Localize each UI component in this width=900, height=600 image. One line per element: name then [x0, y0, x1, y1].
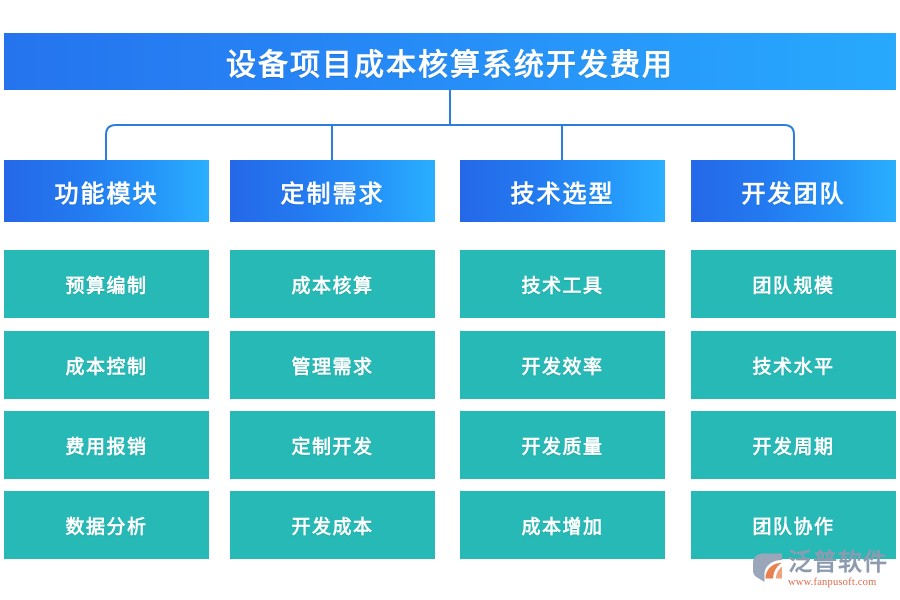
logo-website-url: www.fanpusoft.com [788, 577, 877, 588]
item-node[interactable]: 费用报销 [4, 411, 209, 479]
category-header-2[interactable]: 技术选型 [460, 160, 665, 222]
diagram-title-banner: 设备项目成本核算系统开发费用 [4, 33, 896, 90]
fanpu-logo: 泛普软件 www.fanpusoft.com [752, 551, 898, 594]
column-kaifatuandui: 开发团队 [691, 160, 896, 222]
item-label: 预算编制 [65, 275, 148, 297]
item-label: 定制开发 [291, 436, 374, 458]
category-header-1[interactable]: 定制需求 [230, 160, 435, 222]
category-label: 定制需求 [280, 181, 385, 208]
item-label: 费用报销 [65, 436, 148, 458]
item-label: 成本核算 [291, 275, 374, 297]
item-node[interactable]: 成本增加 [460, 491, 665, 559]
category-header-3[interactable]: 开发团队 [691, 160, 896, 222]
diagram-title-text: 设备项目成本核算系统开发费用 [226, 48, 674, 82]
item-label: 开发成本 [291, 516, 374, 538]
item-label: 技术水平 [752, 356, 835, 378]
column-jishuxuanxing: 技术选型 [460, 160, 665, 222]
item-node[interactable]: 定制开发 [230, 411, 435, 479]
item-node[interactable]: 开发周期 [691, 411, 896, 479]
item-label: 管理需求 [291, 356, 374, 378]
item-node[interactable]: 开发质量 [460, 411, 665, 479]
column-dingzhixuqiu: 定制需求 [230, 160, 435, 222]
logo-company-name: 泛普软件 [788, 550, 888, 576]
item-node[interactable]: 技术水平 [691, 331, 896, 399]
item-node[interactable]: 团队协作 [691, 491, 896, 559]
item-node[interactable]: 成本核算 [230, 250, 435, 318]
item-label: 成本增加 [521, 516, 604, 538]
category-label: 开发团队 [741, 181, 846, 208]
category-header-0[interactable]: 功能模块 [4, 160, 209, 222]
category-label: 功能模块 [54, 181, 159, 208]
item-label: 开发质量 [521, 436, 604, 458]
item-node[interactable]: 技术工具 [460, 250, 665, 318]
logo-text-block: 泛普软件 www.fanpusoft.com [788, 551, 888, 589]
category-label: 技术选型 [510, 181, 615, 208]
item-node[interactable]: 成本控制 [4, 331, 209, 399]
item-node[interactable]: 开发效率 [460, 331, 665, 399]
item-label: 开发周期 [752, 436, 835, 458]
item-label: 数据分析 [65, 516, 148, 538]
item-node[interactable]: 团队规模 [691, 250, 896, 318]
item-label: 团队协作 [752, 516, 835, 538]
item-label: 团队规模 [752, 275, 835, 297]
item-node[interactable]: 数据分析 [4, 491, 209, 559]
item-node[interactable]: 预算编制 [4, 250, 209, 318]
item-label: 开发效率 [521, 356, 604, 378]
item-label: 成本控制 [65, 356, 148, 378]
column-gongnengmokuai: 功能模块 [4, 160, 209, 222]
item-label: 技术工具 [521, 275, 604, 297]
item-node[interactable]: 开发成本 [230, 491, 435, 559]
item-node[interactable]: 管理需求 [230, 331, 435, 399]
fanpu-hexagon-swoosh-icon [753, 553, 782, 582]
connector-lines [105, 90, 795, 160]
